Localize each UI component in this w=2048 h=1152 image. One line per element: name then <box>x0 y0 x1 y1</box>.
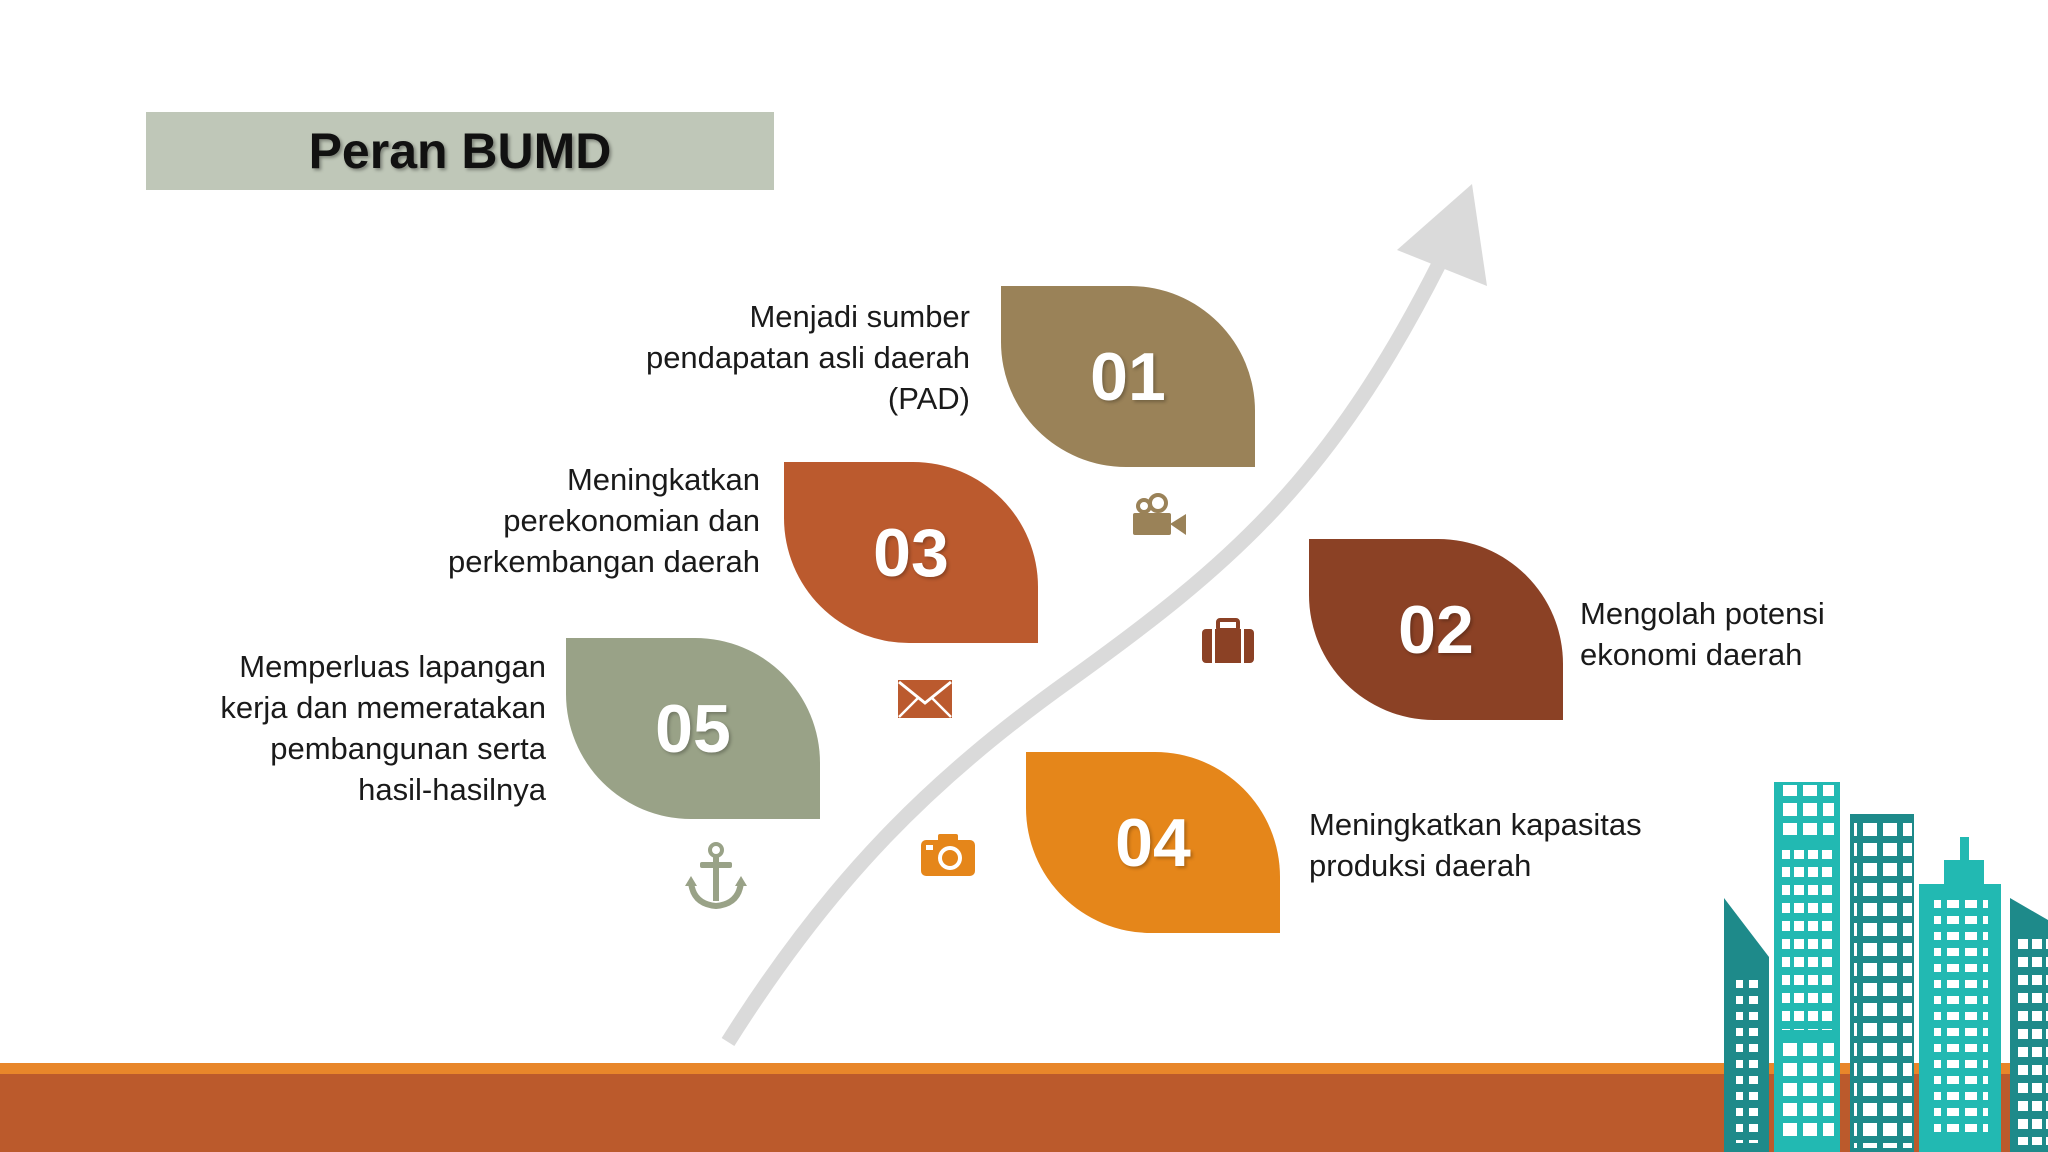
desc-05-line: kerja dan memeratakan <box>220 690 546 725</box>
envelope-icon <box>898 680 952 718</box>
desc-04: Meningkatkan kapasitas produksi daerah <box>1309 804 1642 886</box>
footer-accent-line <box>0 1063 2048 1074</box>
anchor-icon <box>685 842 747 910</box>
briefcase-icon <box>1202 618 1254 663</box>
desc-01-line: Menjadi sumber <box>749 299 970 334</box>
camera-icon <box>921 834 975 876</box>
desc-03-line: perkembangan daerah <box>448 544 760 579</box>
desc-02-line: Mengolah potensi <box>1580 596 1825 631</box>
desc-01: Menjadi sumber pendapatan asli daerah (P… <box>646 296 970 419</box>
desc-04-line: Meningkatkan kapasitas <box>1309 807 1642 842</box>
desc-01-line: pendapatan asli daerah <box>645 340 970 375</box>
leaf-01-number: 01 <box>1090 338 1166 415</box>
leaf-04-number: 04 <box>1115 804 1191 881</box>
desc-02: Mengolah potensi ekonomi daerah <box>1580 593 1825 675</box>
video-camera-icon <box>1133 493 1186 535</box>
desc-03-line: perekonomian dan <box>503 503 760 538</box>
desc-01-line: (PAD) <box>887 381 970 416</box>
desc-04-line: produksi daerah <box>1309 848 1532 883</box>
desc-05-line: hasil-hasilnya <box>358 772 546 807</box>
desc-03: Meningkatkan perekonomian dan perkembang… <box>448 459 760 582</box>
slide-title: Peran BUMD <box>308 123 612 179</box>
leaf-03-number: 03 <box>873 514 949 591</box>
footer-band <box>0 1074 2048 1152</box>
title-banner: Peran BUMD <box>146 112 774 190</box>
desc-05-line: Memperluas lapangan <box>239 649 546 684</box>
leaf-05-number: 05 <box>655 690 731 767</box>
desc-05: Memperluas lapangan kerja dan memerataka… <box>220 646 546 810</box>
desc-02-line: ekonomi daerah <box>1580 637 1803 672</box>
leaf-02-number: 02 <box>1398 591 1474 668</box>
desc-03-line: Meningkatkan <box>566 462 760 497</box>
desc-05-line: pembangunan serta <box>270 731 546 766</box>
